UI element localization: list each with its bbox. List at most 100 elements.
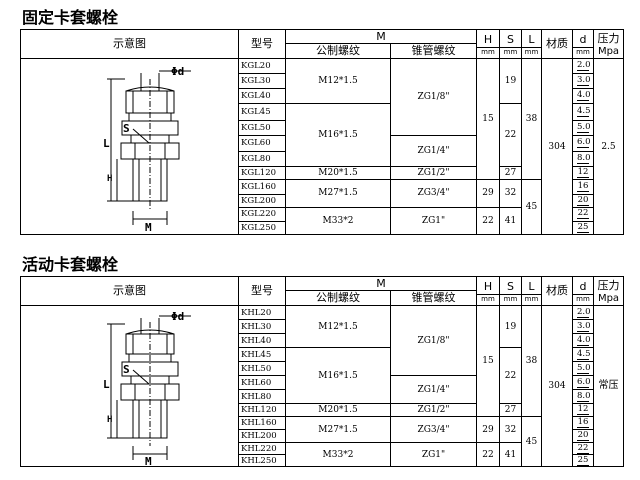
- d-cell: 12: [572, 403, 594, 417]
- model-cell: KHL160: [238, 416, 286, 430]
- model-cell: KGL50: [238, 119, 286, 136]
- taper-thread-cell: ZG1/4": [390, 375, 477, 404]
- d-cell: 2.0: [572, 58, 594, 74]
- label-l: L: [103, 137, 110, 150]
- d-cell: 4.5: [572, 347, 594, 362]
- taper-thread-cell: ZG1/8": [390, 305, 477, 376]
- label-h: H: [107, 415, 112, 425]
- fitting-drawing: Φd S L H M: [103, 310, 191, 466]
- pressure-cell: 常压: [593, 305, 624, 467]
- taper-thread-cell: ZG1/2": [390, 403, 477, 417]
- header-taper-thread: 锥管螺纹: [390, 43, 477, 59]
- label-s: S: [123, 122, 130, 135]
- l-cell: 38: [521, 305, 542, 417]
- s-cell: 19: [499, 58, 522, 104]
- header-metric-thread: 公制螺纹: [285, 290, 391, 306]
- d-cell: 3.0: [572, 73, 594, 89]
- d-cell: 6.0: [572, 375, 594, 390]
- s-cell: 32: [499, 416, 522, 443]
- d-cell: 2.0: [572, 305, 594, 320]
- header-material: 材质: [541, 276, 573, 306]
- header-diagram: 示意图: [20, 29, 239, 59]
- d-cell: 25: [572, 454, 594, 467]
- metric-thread-cell: M20*1.5: [285, 166, 391, 180]
- taper-thread-cell: ZG1/4": [390, 134, 477, 167]
- s-cell: 41: [499, 442, 522, 467]
- metric-thread-cell: M33*2: [285, 442, 391, 467]
- model-cell: KHL120: [238, 403, 286, 417]
- metric-thread-cell: M27*1.5: [285, 179, 391, 208]
- d-cell: 6.0: [572, 134, 594, 152]
- label-l: L: [103, 378, 110, 391]
- taper-thread-cell: ZG1": [390, 442, 477, 467]
- d-cell: 4.0: [572, 333, 594, 348]
- h-cell: 22: [476, 206, 500, 235]
- section-title-movable: 活动卡套螺栓: [22, 255, 119, 274]
- material-cell: 304: [541, 58, 573, 235]
- d-cell: 8.0: [572, 389, 594, 404]
- l-cell: 38: [521, 58, 542, 180]
- model-cell: KGL40: [238, 88, 286, 104]
- model-cell: KGL60: [238, 134, 286, 152]
- label-phi-d: Φd: [171, 310, 184, 323]
- d-cell: 22: [572, 442, 594, 455]
- taper-thread-cell: ZG3/4": [390, 416, 477, 443]
- section-title-fixed: 固定卡套螺栓: [22, 8, 119, 27]
- model-cell: KHL220: [238, 442, 286, 455]
- metric-thread-cell: M12*1.5: [285, 58, 391, 104]
- header-taper-thread: 锥管螺纹: [390, 290, 477, 306]
- fitting-drawing: Φd S L H M: [103, 65, 191, 234]
- taper-thread-cell: ZG3/4": [390, 179, 477, 208]
- model-cell: KGL200: [238, 193, 286, 208]
- s-cell: 41: [499, 206, 522, 235]
- model-cell: KGL120: [238, 166, 286, 180]
- model-cell: KHL50: [238, 361, 286, 376]
- header-diagram: 示意图: [20, 276, 239, 306]
- model-cell: KGL45: [238, 103, 286, 121]
- model-cell: KGL20: [238, 58, 286, 74]
- l-cell: 45: [521, 179, 542, 235]
- header-material: 材质: [541, 29, 573, 59]
- model-cell: KGL80: [238, 151, 286, 167]
- s-cell: 22: [499, 103, 522, 167]
- metric-thread-cell: M20*1.5: [285, 403, 391, 417]
- d-cell: 4.0: [572, 88, 594, 104]
- d-cell: 22: [572, 206, 594, 222]
- metric-thread-cell: M27*1.5: [285, 416, 391, 443]
- d-cell: 25: [572, 221, 594, 235]
- d-cell: 16: [572, 179, 594, 195]
- model-cell: KGL220: [238, 206, 286, 222]
- h-cell: 15: [476, 58, 500, 180]
- model-cell: KHL60: [238, 375, 286, 390]
- header-m: M: [285, 276, 477, 291]
- d-cell: 5.0: [572, 119, 594, 136]
- model-cell: KHL80: [238, 389, 286, 404]
- h-cell: 22: [476, 442, 500, 467]
- pressure-cell: 2.5: [593, 58, 624, 235]
- d-cell: 20: [572, 193, 594, 208]
- h-cell: 29: [476, 179, 500, 208]
- metric-thread-cell: M12*1.5: [285, 305, 391, 348]
- d-cell: 5.0: [572, 361, 594, 376]
- s-cell: 22: [499, 347, 522, 404]
- header-model: 型号: [238, 29, 286, 59]
- diagram-fixed: Φd S L H M: [20, 58, 239, 235]
- label-m: M: [145, 455, 152, 466]
- label-m: M: [145, 221, 152, 234]
- label-phi-d: Φd: [171, 65, 184, 78]
- model-cell: KHL45: [238, 347, 286, 362]
- header-metric-thread: 公制螺纹: [285, 43, 391, 59]
- label-s: S: [123, 363, 130, 376]
- h-cell: 15: [476, 305, 500, 417]
- metric-thread-cell: M16*1.5: [285, 103, 391, 167]
- header-m: M: [285, 29, 477, 44]
